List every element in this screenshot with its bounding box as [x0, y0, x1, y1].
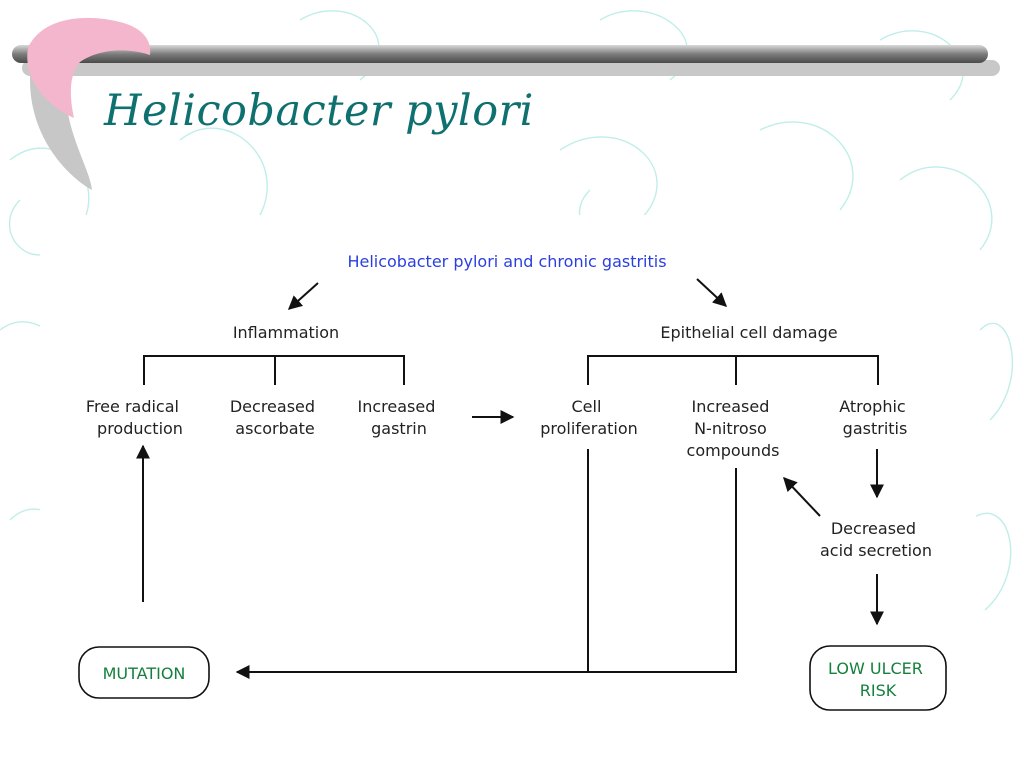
free-radical-label: Free radical production	[86, 397, 184, 438]
slide-title: Helicobacter pylori	[104, 86, 534, 136]
horizontal-bar	[12, 45, 988, 63]
epithelial-damage-label: Epithelial cell damage	[660, 323, 837, 342]
n-nitroso-label: Increased N-nitroso compounds	[687, 397, 780, 460]
epithelial-bracket	[587, 355, 879, 385]
swoosh-pink	[27, 17, 151, 119]
arrow-to-epithelial	[696, 278, 728, 307]
arrow-acid-to-nitroso	[783, 476, 821, 517]
bar-shadow	[22, 60, 1000, 76]
low-ulcer-risk-box	[809, 645, 947, 711]
low-ulcer-risk-label: LOW ULCER RISK	[828, 659, 928, 700]
inflammation-label: Inflammation	[233, 323, 339, 342]
atrophic-gastritis-label: Atrophic gastritis	[839, 397, 911, 438]
title-bar-decoration	[12, 17, 1000, 191]
increased-gastrin-label: Increased gastrin	[358, 397, 441, 438]
top-node-label: Helicobacter pylori and chronic gastriti…	[347, 252, 666, 271]
decreased-ascorbate-label: Decreased ascorbate	[230, 397, 320, 438]
arrow-to-inflammation	[287, 282, 319, 310]
cell-proliferation-label: Cell proliferation	[540, 397, 638, 438]
nitroso-down-line	[588, 468, 737, 673]
mutation-label: MUTATION	[103, 664, 186, 683]
decreased-acid-label: Decreased acid secretion	[820, 519, 932, 560]
mutation-box	[78, 646, 210, 699]
